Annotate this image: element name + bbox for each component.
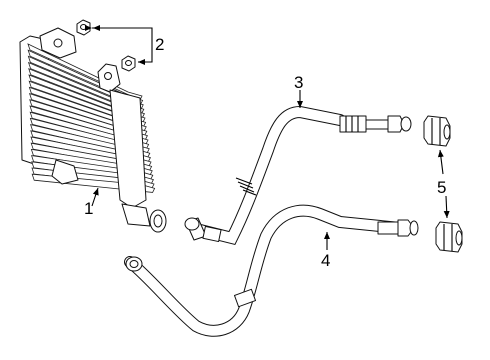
mounting-nut-lower [121, 55, 136, 72]
callout-5-leader-up [437, 149, 444, 175]
fitting-upper [423, 115, 451, 147]
oil-cooler [19, 27, 167, 233]
line-clip [233, 288, 257, 308]
lower-cooler-line [124, 204, 419, 337]
callout-1: 1 [84, 199, 93, 218]
callout-lines [91, 25, 450, 250]
callout-2-bracket [92, 27, 153, 63]
callout-5-leader-down [443, 195, 450, 219]
cooler-outlet-fitting [121, 203, 167, 233]
callout-5: 5 [437, 178, 446, 197]
callout-4: 4 [321, 251, 330, 270]
upper-cooler-line [184, 105, 412, 245]
callout-1-leader [91, 187, 99, 207]
lower-bracket [51, 159, 79, 185]
upper-line-ribs [235, 177, 257, 196]
callout-3: 3 [294, 73, 303, 92]
callout-2: 2 [155, 35, 164, 54]
mounting-nut-upper [76, 19, 91, 36]
fitting-lower [435, 221, 463, 253]
